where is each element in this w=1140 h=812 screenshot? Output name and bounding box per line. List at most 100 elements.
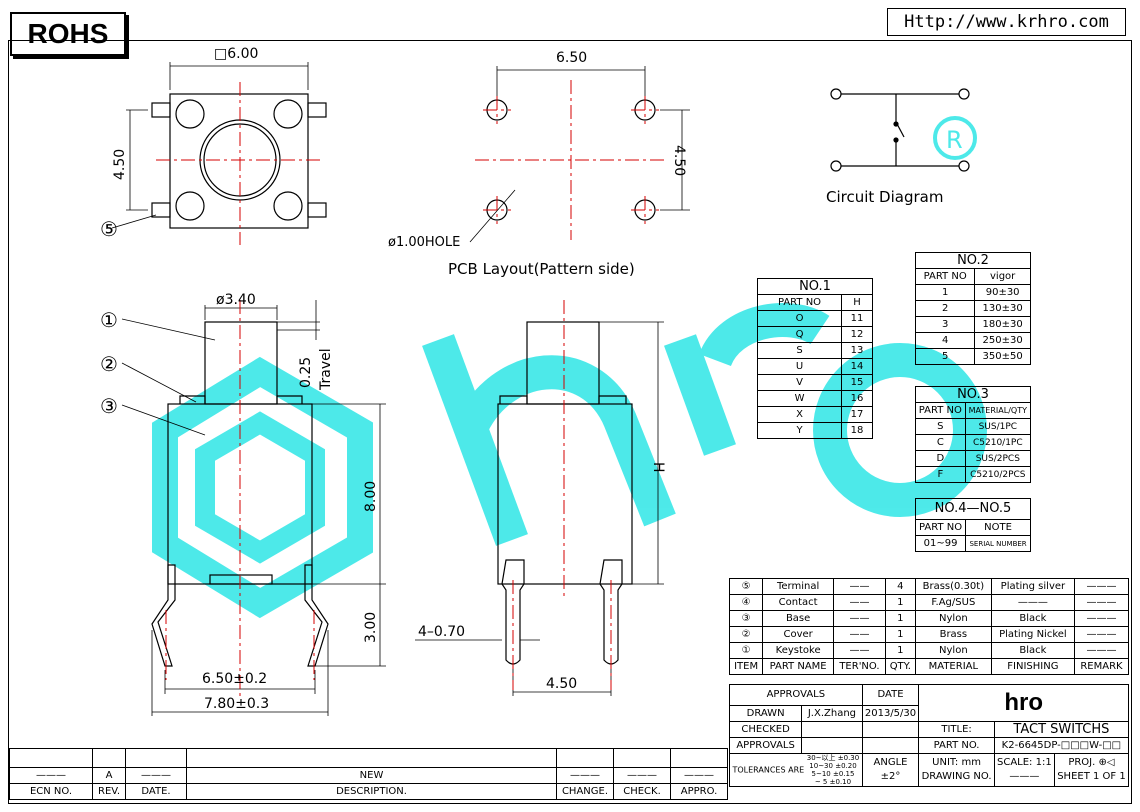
rohs-badge: ROHS <box>10 12 126 56</box>
projection-symbol-icon: ⊕◁ <box>1098 757 1115 768</box>
proj-cell: PROJ. ⊕◁SHEET 1 OF 1 <box>1053 753 1130 787</box>
table-cell: Q <box>756 326 843 343</box>
scale-value: SCALE: 1:1 <box>997 757 1052 768</box>
table-cell: ④ <box>728 594 764 611</box>
angle-label: ANGLE <box>873 757 908 768</box>
table-cell: 250±30 <box>974 332 1031 349</box>
table-header: MATERIAL <box>914 658 992 675</box>
table-cell: 01~99 <box>914 535 967 552</box>
table-cell: 1 <box>884 610 916 627</box>
table-cell: 15 <box>841 374 873 391</box>
tol-range: 5~10 <box>811 770 831 778</box>
table-cell: Y <box>756 422 843 439</box>
table-cell: C5210/2PCS <box>964 466 1032 483</box>
table-cell: Plating silver <box>990 578 1075 595</box>
table-cell: 18 <box>841 422 873 439</box>
no1-col-b: H <box>841 294 873 311</box>
table-cell: —— <box>833 610 886 627</box>
table-cell: Contact <box>762 594 835 611</box>
dim-340: ø3.40 <box>216 292 256 308</box>
table-cell: X <box>756 406 843 423</box>
dim-800: 8.00 <box>363 481 379 512</box>
dim-450-left: 4.50 <box>112 149 128 180</box>
angle-value: ±2° <box>880 771 901 782</box>
table-cell: W <box>756 390 843 407</box>
tol-range: ~ 5 <box>814 778 828 786</box>
tol-range: 10~30 <box>809 762 833 770</box>
pcb-layout <box>469 66 690 243</box>
table-cell: —— <box>833 626 886 643</box>
callout-5: ⑤ <box>100 217 118 241</box>
table-cell: ——— <box>1073 578 1130 595</box>
table-cell: Base <box>762 610 835 627</box>
table-header: ITEM <box>728 658 764 675</box>
table-cell: F <box>915 466 966 483</box>
checked-label: CHECKED <box>728 721 803 738</box>
date-header: DATE <box>861 684 920 706</box>
table-header: TER'NO. <box>833 658 886 675</box>
website-url[interactable]: Http://www.krhro.com <box>887 8 1126 36</box>
table-cell: —— <box>833 594 886 611</box>
table-header: DESCRIPTION. <box>186 783 557 800</box>
table-header: CHANGE. <box>556 783 614 800</box>
sheet-value: SHEET 1 OF 1 <box>1057 771 1126 782</box>
table-cell: Cover <box>762 626 835 643</box>
table-cell: 16 <box>841 390 873 407</box>
table-cell: SUS/2PCS <box>964 450 1032 467</box>
drawn-date: 2013/5/30 <box>861 705 920 722</box>
pcb-layout-caption: PCB Layout(Pattern side) <box>448 260 635 278</box>
no2-col-b: vigor <box>974 268 1031 285</box>
title-block: APPROVALS DATE hro DRAWN J.X.Zhang 2013/… <box>728 684 1130 787</box>
drawn-label: DRAWN <box>728 705 803 722</box>
table-cell: ① <box>728 642 764 659</box>
table-cell: 90±30 <box>974 284 1031 301</box>
dim-650: 6.50±0.2 <box>202 671 267 687</box>
table-cell: 130±30 <box>974 300 1031 317</box>
dim-h: H <box>650 462 666 473</box>
table-cell: Terminal <box>762 578 835 595</box>
table-cell: S <box>915 418 966 435</box>
table-cell: 1 <box>914 284 976 301</box>
callout-3: ③ <box>100 394 118 418</box>
table-cell: SUS/1PC <box>964 418 1032 435</box>
table-header: CHECK. <box>613 783 671 800</box>
no2-title: NO.2 <box>915 252 1031 269</box>
table-cell: 17 <box>841 406 873 423</box>
table-header: FINISHING <box>990 658 1075 675</box>
dim-300: 3.00 <box>363 612 379 643</box>
callout-1: ① <box>100 308 118 332</box>
dim-650-pcb: 6.50 <box>556 50 587 66</box>
no1-col-a: PART NO <box>756 294 843 311</box>
title-label: TITLE: <box>918 721 995 738</box>
table-cell: —— <box>833 578 886 595</box>
table-header: DATE. <box>125 783 187 800</box>
table-cell: Keystoke <box>762 642 835 659</box>
circuit-caption: Circuit Diagram <box>826 188 943 206</box>
table-cell: 4 <box>884 578 916 595</box>
top-view <box>126 62 327 229</box>
hole-label: ø1.00HOLE <box>388 235 460 250</box>
hro-logo: hro <box>918 684 1129 722</box>
table-cell: 13 <box>841 342 873 359</box>
table-cell: Brass(0.30t) <box>914 578 992 595</box>
table-cell: ——— <box>1073 594 1130 611</box>
table-cell: Black <box>990 642 1075 659</box>
drawing-title: TACT SWITCHS <box>993 721 1130 738</box>
table-cell: 180±30 <box>974 316 1031 333</box>
approvals-header: APPROVALS <box>729 684 863 706</box>
callout-2: ② <box>100 352 118 376</box>
table-header: REV. <box>92 783 126 800</box>
table-cell: ——— <box>1073 610 1130 627</box>
table-cell: 2 <box>914 300 976 317</box>
table-cell: ——— <box>9 767 93 784</box>
table-cell: Black <box>990 610 1075 627</box>
table-header: REMARK <box>1073 658 1130 675</box>
table-cell: Brass <box>914 626 992 643</box>
table-cell: 11 <box>841 310 873 327</box>
revision-block: ——— A ——— NEW ——— ——— ——— ECN NO. REV. D… <box>9 748 728 800</box>
